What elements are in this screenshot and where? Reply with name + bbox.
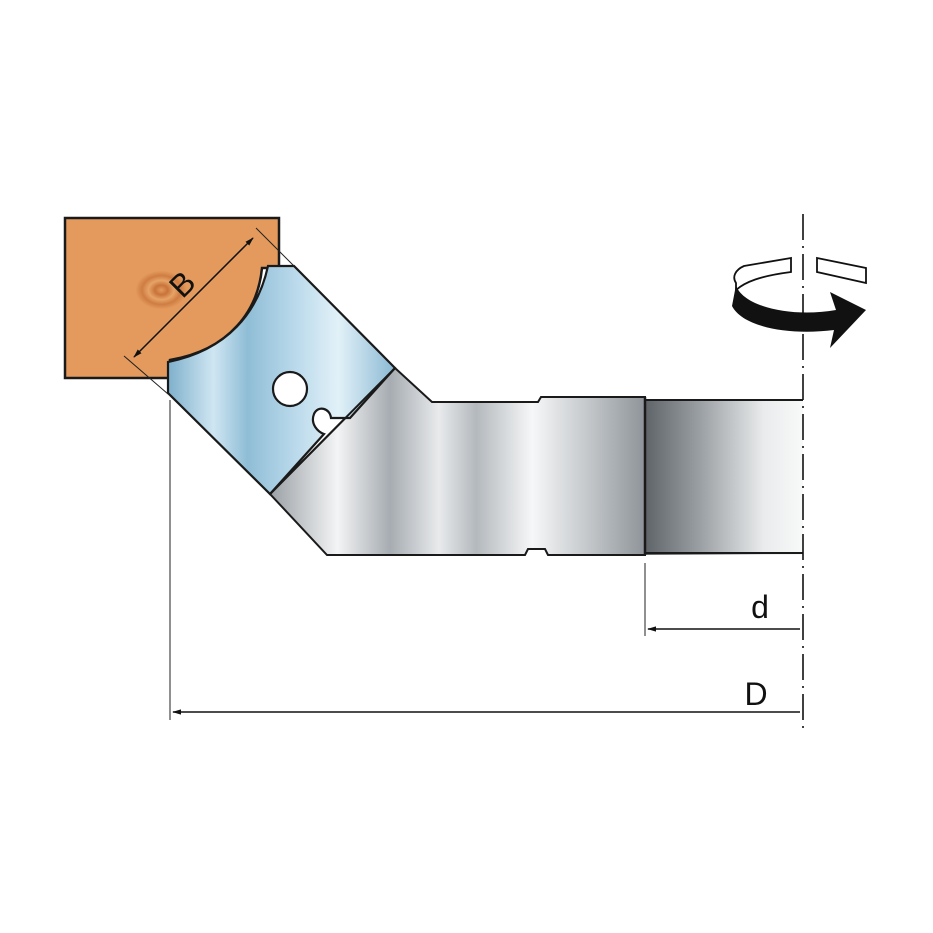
- tool-hub: [645, 400, 803, 555]
- insert-boundary: [269, 367, 396, 495]
- steel-tool-body: [268, 366, 646, 556]
- dimension-outer-d-label: D: [744, 676, 767, 712]
- dimension-outer-d: D: [169, 400, 800, 720]
- clamp-pin-hole: [271, 370, 309, 408]
- dimension-d-label: d: [751, 589, 769, 625]
- dimension-d: d: [644, 563, 800, 636]
- rotation-arrow-icon: [732, 256, 867, 348]
